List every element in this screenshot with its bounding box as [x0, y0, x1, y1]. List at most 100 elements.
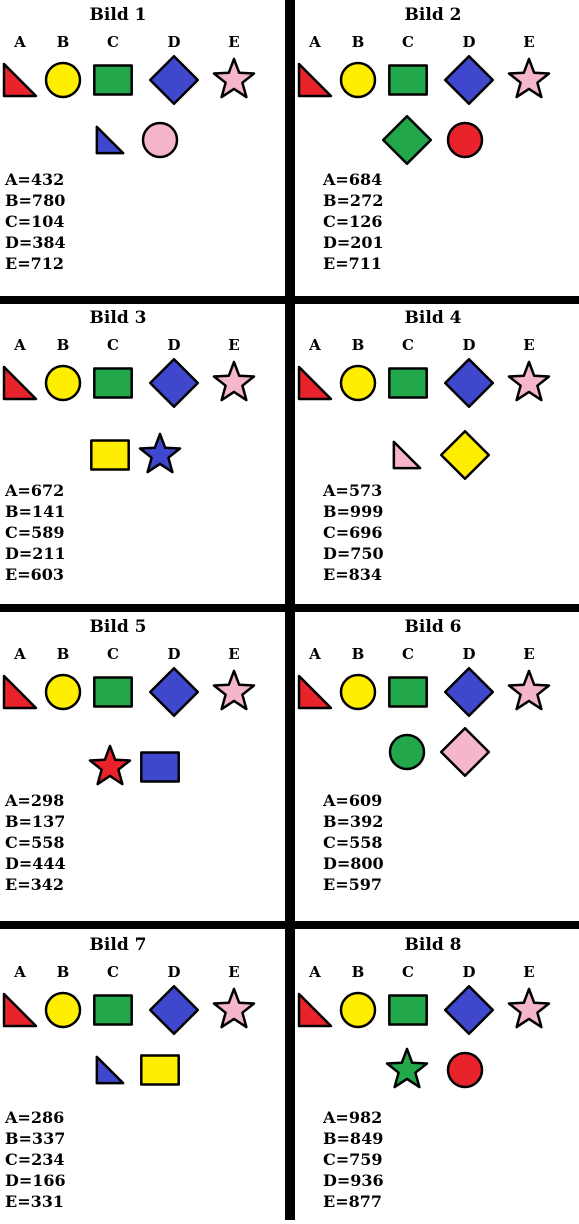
legend-letter-d: D: [167, 33, 180, 51]
value-b: B=780: [5, 191, 65, 210]
legend-letter-b: B: [57, 963, 70, 981]
legend-letter-a: A: [13, 33, 26, 51]
panel-title: Bild 7: [90, 935, 147, 955]
blue-diamond-icon: [443, 357, 495, 409]
green-square-icon: [388, 676, 428, 708]
green-square-icon: [388, 367, 428, 399]
blue-diamond-icon: [148, 984, 200, 1036]
pink-diamond-icon: [439, 726, 491, 778]
legend-letter-c: C: [107, 33, 119, 51]
value-c: C=234: [5, 1150, 65, 1169]
value-d: D=166: [5, 1171, 66, 1190]
legend-letter-c: C: [107, 645, 119, 663]
legend-letter-a: A: [308, 645, 321, 663]
value-c: C=759: [323, 1150, 383, 1169]
legend-letter-e: E: [523, 963, 534, 981]
legend-letter-d: D: [462, 963, 475, 981]
green-square-icon: [93, 994, 133, 1026]
legend-letter-a: A: [13, 963, 26, 981]
red-triangle-icon: [297, 992, 333, 1028]
green-star-icon: [385, 1047, 429, 1089]
value-c: C=589: [5, 523, 65, 542]
legend-letter-a: A: [13, 645, 26, 663]
green-diamond-icon: [381, 114, 433, 166]
blue-diamond-icon: [443, 666, 495, 718]
pink-star-icon: [212, 987, 256, 1029]
value-d: D=936: [323, 1171, 384, 1190]
green-square-icon: [388, 64, 428, 96]
panel-title: Bild 6: [405, 617, 462, 637]
value-c: C=696: [323, 523, 383, 542]
legend-letter-d: D: [462, 33, 475, 51]
horizontal-divider-1: [0, 296, 579, 304]
value-a: A=672: [4, 481, 64, 500]
value-e: E=712: [5, 254, 64, 273]
value-a: A=982: [322, 1108, 382, 1127]
legend-letter-b: B: [352, 336, 365, 354]
pink-triangle-icon: [392, 440, 422, 470]
yellow-diamond-icon: [439, 429, 491, 481]
green-square-icon: [93, 367, 133, 399]
blue-diamond-icon: [148, 666, 200, 718]
value-e: E=597: [323, 875, 382, 894]
panel-title: Bild 3: [90, 308, 147, 328]
value-e: E=603: [5, 565, 64, 584]
yellow-circle-icon: [44, 364, 82, 402]
legend-letter-e: E: [523, 645, 534, 663]
yellow-circle-icon: [339, 991, 377, 1029]
value-c: C=126: [323, 212, 383, 231]
value-b: B=141: [5, 502, 65, 521]
yellow-circle-icon: [339, 673, 377, 711]
value-c: C=558: [323, 833, 383, 852]
value-a: A=573: [322, 481, 382, 500]
panel-title: Bild 1: [90, 5, 147, 25]
legend-letter-c: C: [107, 963, 119, 981]
panel-title: Bild 8: [405, 935, 462, 955]
legend-letter-e: E: [228, 33, 239, 51]
value-e: E=711: [323, 254, 382, 273]
yellow-square-icon: [140, 1054, 180, 1086]
blue-square-icon: [140, 751, 180, 783]
legend-letter-c: C: [402, 336, 414, 354]
value-c: C=104: [5, 212, 65, 231]
red-circle-icon: [446, 121, 484, 159]
blue-star-icon: [138, 432, 182, 474]
value-d: D=211: [5, 544, 66, 563]
legend-letter-b: B: [352, 33, 365, 51]
value-e: E=342: [5, 875, 64, 894]
value-d: D=201: [323, 233, 384, 252]
legend-letter-d: D: [462, 645, 475, 663]
red-star-icon: [88, 744, 132, 786]
legend-letter-a: A: [308, 963, 321, 981]
panel-title: Bild 2: [405, 5, 462, 25]
legend-letter-b: B: [57, 33, 70, 51]
yellow-square-icon: [90, 439, 130, 471]
legend-letter-a: A: [13, 336, 26, 354]
green-square-icon: [93, 64, 133, 96]
legend-letter-b: B: [352, 645, 365, 663]
value-b: B=999: [323, 502, 383, 521]
pink-star-icon: [507, 669, 551, 711]
red-triangle-icon: [297, 365, 333, 401]
value-e: E=877: [323, 1192, 382, 1211]
red-circle-icon: [446, 1051, 484, 1089]
value-d: D=750: [323, 544, 384, 563]
legend-letter-d: D: [462, 336, 475, 354]
green-square-icon: [388, 994, 428, 1026]
pink-star-icon: [212, 669, 256, 711]
green-square-icon: [93, 676, 133, 708]
value-d: D=800: [323, 854, 384, 873]
red-triangle-icon: [297, 62, 333, 98]
pink-circle-icon: [141, 121, 179, 159]
legend-letter-e: E: [523, 33, 534, 51]
pink-star-icon: [507, 987, 551, 1029]
blue-diamond-icon: [443, 54, 495, 106]
panel-title: Bild 4: [405, 308, 462, 328]
